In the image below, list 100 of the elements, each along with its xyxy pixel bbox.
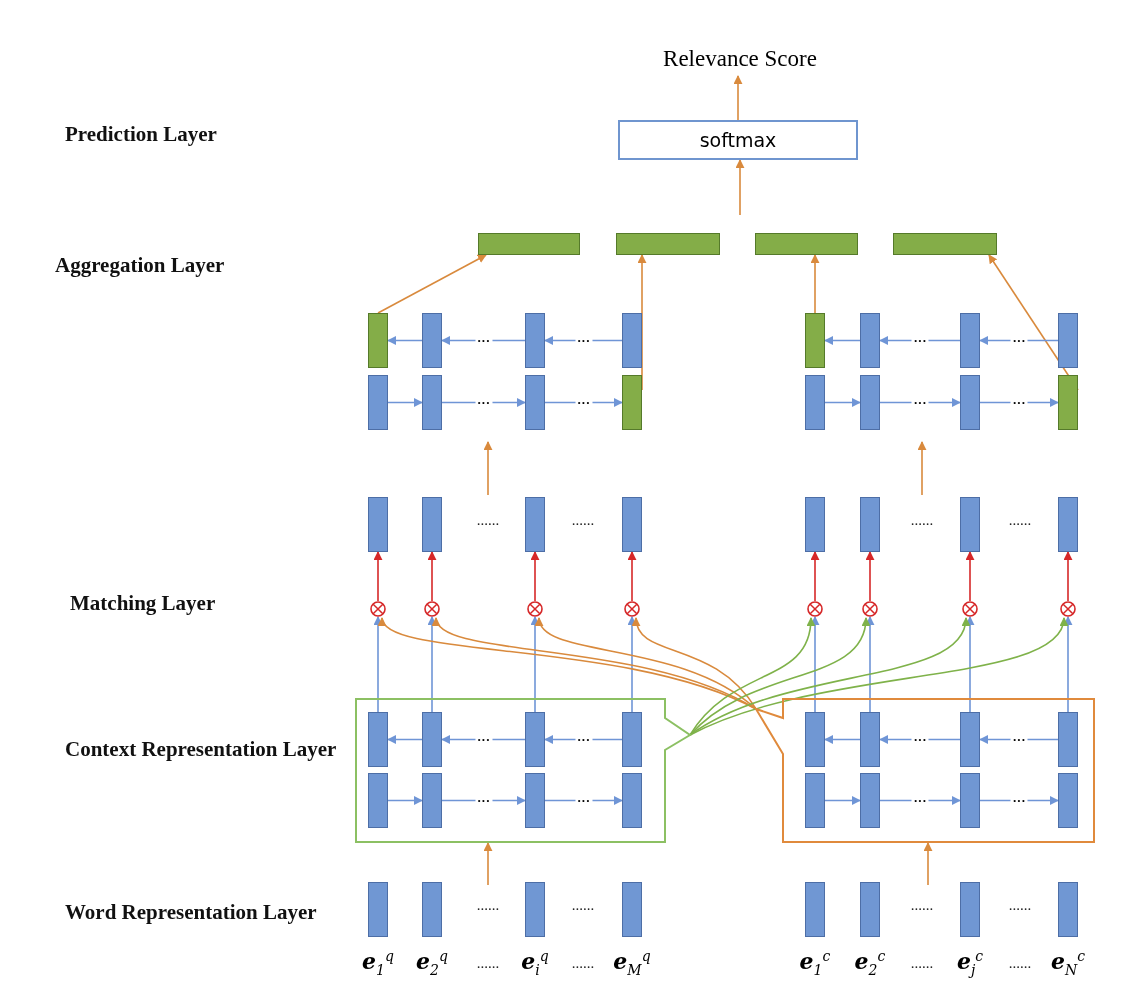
ellipsis: ...... [571,512,595,529]
arrow [544,398,623,407]
state-vector-bar [893,233,997,255]
arrow [810,254,820,314]
vector-bar [368,712,388,767]
group-box [755,698,1095,843]
vector-bar [860,773,880,828]
vector-bar [422,375,442,430]
vector-bar [622,313,642,368]
arrow [923,842,933,886]
curved-arrow [537,617,757,710]
ellipsis: ...... [571,955,595,972]
layer-label: Word Representation Layer [65,900,318,925]
circled-times-symbol [962,601,978,617]
arrow [1063,551,1073,602]
vector-bar [1058,313,1078,368]
vector-bar [1058,773,1078,828]
vector-bar [860,712,880,767]
arrow [879,735,961,744]
vector-bar [525,712,545,767]
vector-bar [805,497,825,552]
arrow [387,796,423,805]
vector-bar [960,497,980,552]
arrow [483,842,493,886]
arrow [733,75,743,121]
vector-bar [422,773,442,828]
arrow [988,254,1079,391]
vector-bar [860,882,880,937]
group-box [355,698,692,843]
arrow [427,616,437,713]
vector-bar [1058,712,1078,767]
arrow [979,796,1059,805]
vector-bar [525,375,545,430]
state-vector-bar [755,233,858,255]
state-vector-bar [1058,375,1078,430]
arrow [387,735,423,744]
circled-times-symbol [370,601,386,617]
vector-bar [960,773,980,828]
arrow [637,254,647,391]
arrow [824,796,861,805]
arrow [979,735,1059,744]
arrow [824,336,861,345]
ellipsis: ...... [476,897,500,914]
arrow [965,616,975,713]
arrow [387,398,423,407]
arrow [879,336,961,345]
vector-bar [860,375,880,430]
arrow [373,551,383,602]
layer-label: Context Representation Layer [65,737,338,762]
arrow [544,336,623,345]
arrow [627,551,637,602]
vector-bar [860,313,880,368]
arrow [441,735,526,744]
state-vector-bar [616,233,720,255]
arrow [979,398,1059,407]
arrow [387,336,423,345]
ellipsis: ...... [571,897,595,914]
arrow [879,796,961,805]
state-vector-bar [368,313,388,368]
vector-bar [622,497,642,552]
arrow [824,398,861,407]
ellipsis: ...... [476,955,500,972]
ellipsis: ...... [910,955,934,972]
circled-times-symbol [527,601,543,617]
ellipsis: ...... [1008,955,1032,972]
layer-label: Aggregation Layer [55,253,226,278]
state-vector-bar [622,375,642,430]
vector-bar [805,882,825,937]
vector-bar [960,375,980,430]
vector-bar [805,712,825,767]
ellipsis: ...... [1008,897,1032,914]
arrow [627,616,637,713]
curved-arrow [689,617,1066,736]
curved-arrow [689,617,870,736]
vector-bar [1058,882,1078,937]
vector-bar [622,773,642,828]
arrow [965,551,975,602]
arrow [544,735,623,744]
circled-times-symbol [1060,601,1076,617]
arrow [530,616,540,713]
softmax-box: softmax [618,120,858,160]
vector-bar [368,497,388,552]
vector-bar [960,712,980,767]
arrow [824,735,861,744]
vector-bar [368,773,388,828]
vector-bar [422,497,442,552]
vector-bar [422,882,442,937]
vector-bar [368,375,388,430]
state-vector-bar [478,233,580,255]
arrow [377,254,487,314]
arrow [865,551,875,602]
arrow [865,616,875,713]
vector-bar [622,882,642,937]
circled-times-symbol [862,601,878,617]
circled-times-symbol [807,601,823,617]
vector-bar [525,773,545,828]
vector-bar [860,497,880,552]
circled-times-symbol [424,601,440,617]
arrow [810,551,820,602]
arrow [441,398,526,407]
